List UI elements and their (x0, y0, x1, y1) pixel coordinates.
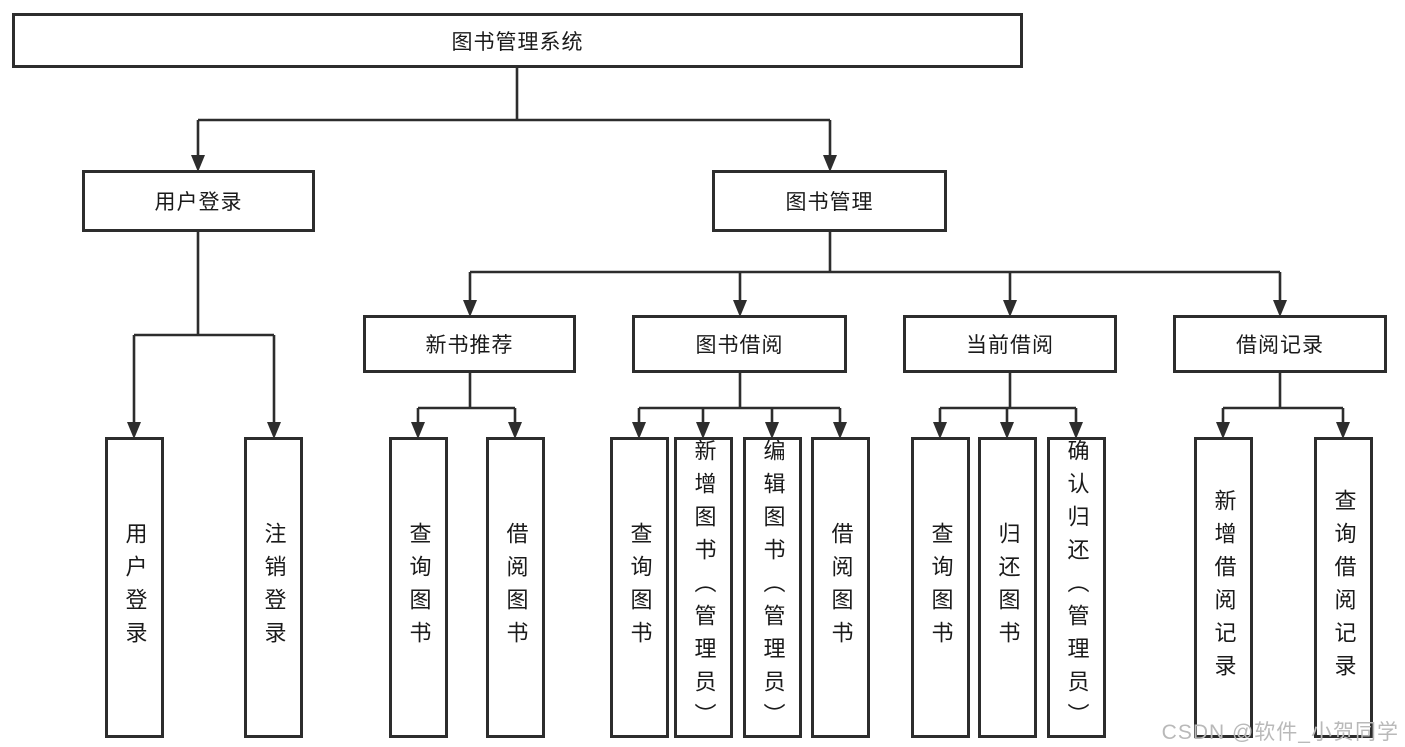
node-new-book-recommend: 新书推荐 (363, 315, 576, 373)
leaf-user-login: 用户登录 (105, 437, 164, 738)
node-library-management-system: 图书管理系统 (12, 13, 1023, 68)
leaf-label: 借阅图书 (503, 521, 529, 654)
leaf-label: 归还图书 (995, 521, 1021, 654)
leaf-logout: 注销登录 (244, 437, 303, 738)
leaf-label: 查询图书 (627, 521, 653, 654)
leaf-borrow-books-2: 借阅图书 (811, 437, 870, 738)
leaf-label: 借阅图书 (828, 521, 854, 654)
leaf-search-books-3: 查询图书 (911, 437, 970, 738)
node-user-login: 用户登录 (82, 170, 315, 232)
leaf-return-books: 归还图书 (978, 437, 1037, 738)
leaf-label: 用户登录 (122, 521, 148, 654)
leaf-label: 编辑图书（管理员） (760, 439, 786, 736)
node-borrow-records: 借阅记录 (1173, 315, 1387, 373)
watermark: CSDN @软件_小贺同学 (1161, 721, 1399, 744)
leaf-add-borrow-record: 新增借阅记录 (1194, 437, 1253, 738)
leaf-label: 查询图书 (928, 521, 954, 654)
arrowheads (127, 155, 1350, 439)
leaf-label: 确认归还（管理员） (1064, 439, 1090, 736)
leaf-confirm-return-admin: 确认归还（管理员） (1047, 437, 1106, 738)
leaf-search-books-2: 查询图书 (610, 437, 669, 738)
leaf-add-book-admin: 新增图书（管理员） (674, 437, 733, 738)
leaf-label: 查询借阅记录 (1331, 488, 1357, 687)
node-current-borrowing: 当前借阅 (903, 315, 1117, 373)
node-book-borrowing: 图书借阅 (632, 315, 847, 373)
leaf-edit-book-admin: 编辑图书（管理员） (743, 437, 802, 738)
leaf-label: 注销登录 (261, 521, 287, 654)
leaf-search-borrow-record: 查询借阅记录 (1314, 437, 1373, 738)
node-book-management: 图书管理 (712, 170, 947, 232)
leaf-label: 新增借阅记录 (1211, 488, 1237, 687)
leaf-label: 新增图书（管理员） (691, 439, 717, 736)
leaf-borrow-books-1: 借阅图书 (486, 437, 545, 738)
leaf-search-books-1: 查询图书 (389, 437, 448, 738)
leaf-label: 查询图书 (406, 521, 432, 654)
